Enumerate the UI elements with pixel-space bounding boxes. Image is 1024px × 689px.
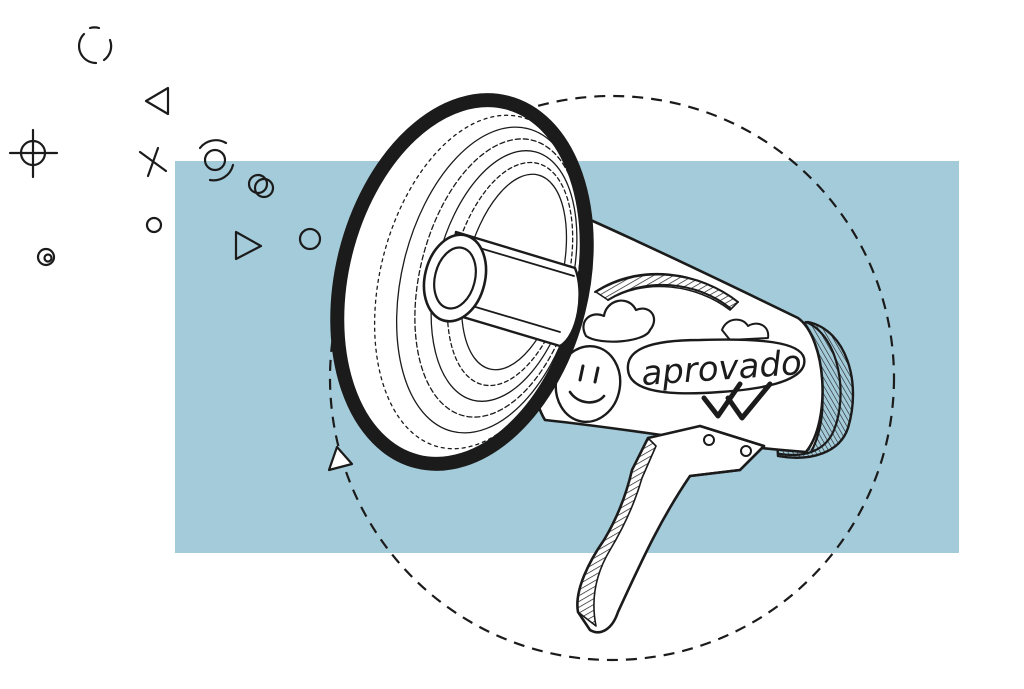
handle-screw bbox=[740, 445, 752, 457]
cloud-sticker bbox=[582, 299, 656, 343]
double-ring-icon bbox=[247, 173, 275, 199]
cross-icon bbox=[138, 146, 168, 178]
triangle-left-icon bbox=[144, 86, 170, 116]
ribbed-band bbox=[595, 274, 739, 311]
decorative-doodles bbox=[8, 26, 322, 267]
circle-icon bbox=[298, 227, 322, 251]
crosshair-icon bbox=[8, 128, 59, 179]
target-arcs-icon bbox=[198, 139, 235, 182]
small-circle-icon bbox=[145, 216, 163, 234]
broken-circle-icon bbox=[77, 32, 98, 65]
double-check-icon bbox=[701, 381, 773, 421]
triangle-right-icon bbox=[234, 230, 263, 261]
megaphone bbox=[330, 93, 855, 634]
dashed-orbit-circle bbox=[328, 94, 896, 662]
cursor-arrow-icon bbox=[327, 445, 354, 472]
spiral-icon bbox=[36, 247, 56, 267]
approved-sticker bbox=[626, 338, 806, 395]
handle-grip-hatching bbox=[576, 437, 657, 627]
handle-screw bbox=[703, 434, 715, 446]
cloud-sticker-small bbox=[721, 318, 770, 341]
